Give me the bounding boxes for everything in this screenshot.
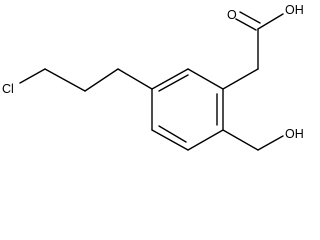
carbonyl-o-label: O (227, 8, 237, 22)
atom-labels: Cl OH O OH (2, 3, 304, 141)
bond-ring-ch2 (222, 68, 259, 90)
chlorine-label: Cl (2, 82, 14, 96)
bond-c-oh (257, 13, 284, 30)
bond-cl-c1 (19, 68, 46, 84)
bond-c3-ring (117, 68, 153, 90)
ring-bond-4 (187, 129, 224, 151)
bond-ch2-oh (257, 135, 284, 151)
bond-c1-c2 (44, 68, 86, 92)
ring-double-1 (158, 74, 189, 92)
bonds (19, 11, 284, 151)
hydroxymethyl-oh-label: OH (285, 127, 304, 141)
ring-double-3 (158, 125, 187, 143)
ring-bond-5 (151, 129, 189, 151)
bond-ring-ch2oh (222, 129, 259, 151)
bond-c2-c3 (84, 68, 119, 92)
structure-diagram: Cl OH O OH (2, 3, 304, 151)
bond-c-o-double-b (239, 11, 261, 24)
carboxyl-oh-label: OH (285, 3, 304, 17)
bond-c-o-double-a (235, 18, 257, 31)
ring-bond-2 (187, 68, 224, 90)
ring-bond-1 (151, 68, 189, 90)
